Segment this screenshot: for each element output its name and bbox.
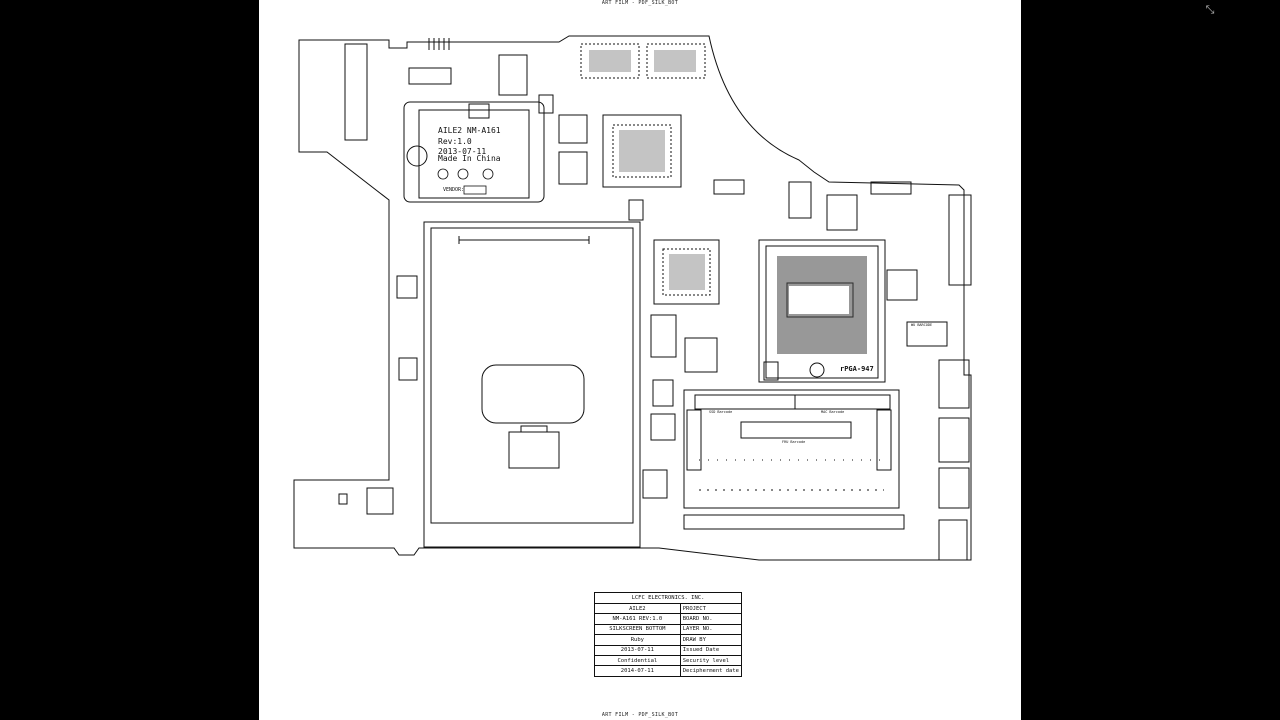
board-rev-text: Rev:1.0 [438, 137, 472, 146]
title-block: LCFC ELECTRONICS. INC. AILE2 PROJECT NM-… [594, 592, 743, 677]
hdd-pad [481, 364, 585, 424]
vendor-label: VENDOR: [443, 187, 464, 193]
title-block-company: LCFC ELECTRONICS. INC. [594, 592, 742, 604]
title-block-row: Confidential Security level [594, 654, 743, 667]
mac-barcode-label: MAC Barcode [821, 410, 844, 414]
title-block-value: Confidential [594, 654, 681, 667]
wu-barcode-label: WU BARCODE [911, 323, 932, 327]
pch-chip [602, 114, 682, 188]
film-label-bottom: ART FILM - PDF_SILK_BOT [601, 712, 679, 718]
film-label-top: ART FILM - PDF_SILK_BOT [601, 0, 679, 6]
title-block-key: Issued Date [679, 644, 743, 656]
title-block-value: AILE2 [594, 602, 681, 615]
fru-barcode-label: FRU Barcode [782, 440, 805, 444]
title-block-row: SILKSCREEN BOTTOM LAYER NO. [594, 623, 743, 636]
title-block-row: 2013-07-11 Issued Date [594, 644, 743, 656]
title-block-value: Ruby [594, 634, 681, 646]
title-block-value: 2013-07-11 [594, 644, 681, 656]
board-date-text: 2013-07-11 [438, 147, 486, 156]
hdd-bay-outline [423, 221, 641, 548]
title-block-value: SILKSCREEN BOTTOM [594, 623, 681, 636]
title-block-key: Decipherment date [679, 665, 743, 677]
collapse-fullscreen-icon[interactable]: ⤡ [1205, 3, 1215, 16]
title-block-row: NM-A161 REV:1.0 BOARD NO. [594, 613, 743, 625]
title-block-key: LAYER NO. [679, 623, 743, 636]
title-block-key: BOARD NO. [679, 613, 743, 625]
title-block-row: AILE2 PROJECT [594, 602, 743, 615]
title-block-row: 2014-07-11 Decipherment date [594, 665, 743, 677]
title-block-key: Security level [679, 654, 743, 667]
board-outline [293, 35, 972, 561]
title-block-row: Ruby DRAW BY [594, 634, 743, 646]
dimm-slot-outline [683, 389, 900, 509]
pdf-page: ART FILM - PDF_SILK_BOT ART FILM - PDF_S… [259, 0, 1021, 720]
title-block-key: PROJECT [679, 602, 743, 615]
title-block-value: 2014-07-11 [594, 665, 681, 677]
title-block-key: DRAW BY [679, 634, 743, 646]
battery-outline [403, 101, 545, 203]
cpu-socket-outline [758, 239, 886, 383]
board-silkscreen-drawing: AILE2 NM-A161 Rev:1.0 2013-07-11 Made In… [293, 35, 972, 561]
board-name-text: AILE2 NM-A161 [438, 126, 501, 135]
board-origin-text: Made In China [438, 154, 501, 163]
socket-label: rPGA-947 [840, 365, 874, 373]
coin-cell [406, 145, 428, 167]
title-block-value: NM-A161 REV:1.0 [594, 613, 681, 625]
ssd-barcode-label: SSD Barcode [709, 410, 732, 414]
gpu-chip [653, 239, 720, 305]
